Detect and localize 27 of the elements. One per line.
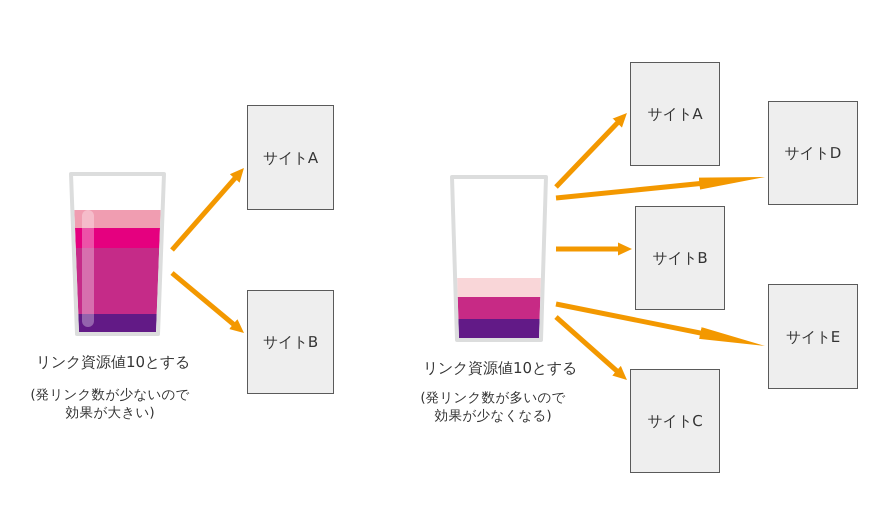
site-box [247,105,334,210]
glass-illustration [450,175,548,342]
arrow [556,242,632,256]
site-label: サイトB [652,249,708,267]
arrow [554,315,627,380]
site-box [768,284,858,389]
site-box [630,369,720,473]
site-label: サイトA [262,148,318,166]
glass-illustration [69,172,166,336]
caption-text: リンク資源値10とする [422,358,578,378]
site-label: サイトE [786,328,840,346]
site-label: サイトD [784,144,842,162]
arrow [170,271,244,334]
site-label: サイトC [647,412,703,430]
site-box [635,206,725,310]
arrow [554,112,627,189]
arrow [556,177,766,200]
caption-text: リンク資源値10とする [36,352,190,372]
arrow [170,168,244,252]
site-label: サイトA [647,105,703,123]
note-text: (発リンク数が少ないので効果が大きい) [29,386,191,422]
arrow [556,302,765,346]
site-label: サイトB [262,333,318,351]
site-box [630,62,720,166]
note-text: (発リンク数が多いので効果が少なくなる) [419,389,567,425]
site-box [768,101,858,205]
site-box [247,290,334,394]
